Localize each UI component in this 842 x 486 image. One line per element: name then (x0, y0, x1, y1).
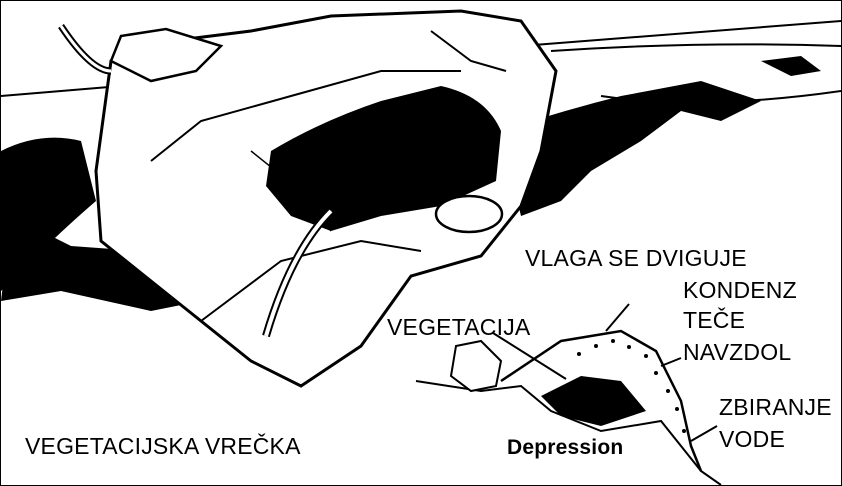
label-depression: Depression (507, 435, 623, 461)
label-condensation-line-2: TEČE (683, 307, 745, 333)
label-moisture-rises: VLAGA SE DVIGUJE (525, 245, 747, 271)
label-vegetation: VEGETACIJA (387, 314, 530, 340)
label-water-collection-line-2: VODE (719, 426, 785, 452)
label-condensation-line-1: KONDENZ (683, 277, 797, 303)
label-water-collection-line-1: ZBIRANJE (719, 394, 832, 420)
label-vegetation-bag: VEGETACIJSKA VREČKA (25, 433, 301, 459)
label-condensation-line-3: NAVZDOL (683, 339, 791, 365)
cross-section (416, 331, 721, 485)
